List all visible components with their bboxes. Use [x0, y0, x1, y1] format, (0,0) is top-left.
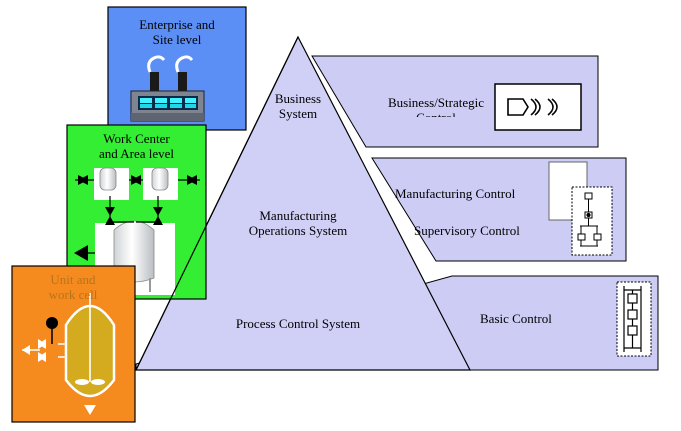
enterprise-tile: [107, 6, 247, 131]
band-supervisory-control-label: Supervisory Control: [414, 223, 520, 238]
pyramid-level-business: Business System: [253, 91, 343, 121]
band-business: [311, 55, 599, 148]
band-manufacturing: [371, 157, 627, 262]
pyramid-level-manufacturing: Manufacturing Operations System: [228, 208, 368, 238]
band-manufacturing-control-label: Manufacturing Control: [395, 186, 516, 201]
work-center-tile-label: Work Center and Area level: [67, 131, 206, 161]
pyramid-business-line1: Business: [274, 91, 322, 106]
work-center-label-line1: Work Center: [103, 131, 170, 146]
factory-icon: [130, 55, 205, 122]
pyramid-manufacturing-line1: Manufacturing: [259, 208, 337, 223]
pyramid-left-edge: [135, 36, 299, 371]
chevron-flow-icon: [507, 98, 558, 116]
enterprise-label-line1: Enterprise and: [139, 17, 215, 32]
pyramid-business-line2: System: [278, 106, 318, 121]
enterprise-label-line2: Site level: [152, 32, 202, 47]
unit-tile-label: Unit and work cell: [40, 272, 106, 302]
business-icon-box: [494, 83, 582, 131]
unit-tile: [11, 265, 136, 423]
ladder-chain-icon: [616, 281, 652, 357]
enterprise-tile-label: Enterprise and Site level: [108, 17, 246, 47]
band-business-label: Business/Strategic Control: [387, 95, 485, 117]
pyramid-level-process: Process Control System: [235, 316, 361, 331]
sfc-chart-icon: [571, 186, 613, 256]
reactor-vessel-icon: [22, 293, 116, 415]
unit-label-line1: Unit and: [50, 272, 96, 287]
band-basic-control-label: Basic Control: [480, 311, 552, 326]
unit-label-line2: work cell: [48, 287, 98, 302]
pyramid-manufacturing-line2: Operations System: [248, 223, 348, 238]
work-center-label-line2: and Area level: [98, 146, 175, 161]
